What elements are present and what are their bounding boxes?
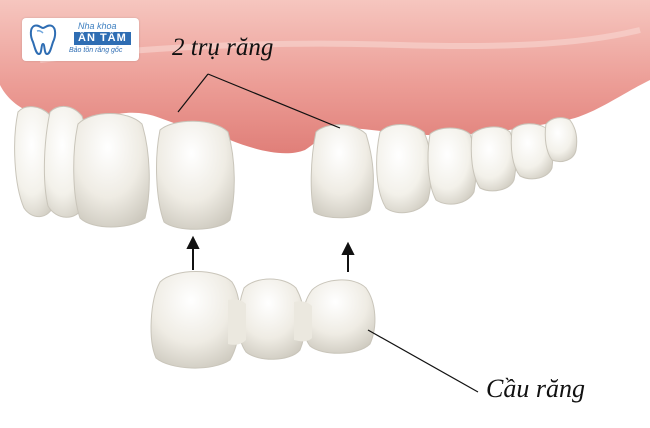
tooth-logo-icon (29, 24, 57, 56)
label-abutments: 2 trụ răng (172, 34, 274, 61)
bridge-crown-left (150, 271, 241, 369)
bridge-crown-right (302, 279, 376, 354)
tooth-right-premolar-2 (470, 126, 517, 192)
tooth-right-molar-1 (510, 123, 554, 180)
abutment-tooth-right (310, 124, 374, 219)
gum (0, 0, 650, 154)
tooth-right-premolar-1 (427, 127, 477, 205)
bridge-connector-right (294, 301, 312, 342)
logo-brand-name: ÂN TÂM (74, 32, 131, 45)
logo-tagline-small: Nha khoa (78, 21, 117, 31)
dental-bridge (150, 271, 376, 369)
logo-slogan: Bảo tồn răng gốc (69, 47, 123, 54)
arrow-up-right (341, 241, 355, 272)
abutment-tooth-left (156, 120, 235, 230)
arrow-up-left (186, 235, 200, 270)
label-bridge: Cầu răng (486, 374, 585, 403)
leader-lines (177, 73, 479, 393)
bridge-connector-left (228, 299, 246, 345)
tooth-right-canine (376, 124, 432, 214)
upper-teeth (14, 106, 578, 230)
tooth-central-left (73, 113, 150, 228)
tooth-right-molar-2 (544, 117, 578, 163)
clinic-logo: Nha khoa ÂN TÂM Bảo tồn răng gốc (22, 18, 139, 61)
